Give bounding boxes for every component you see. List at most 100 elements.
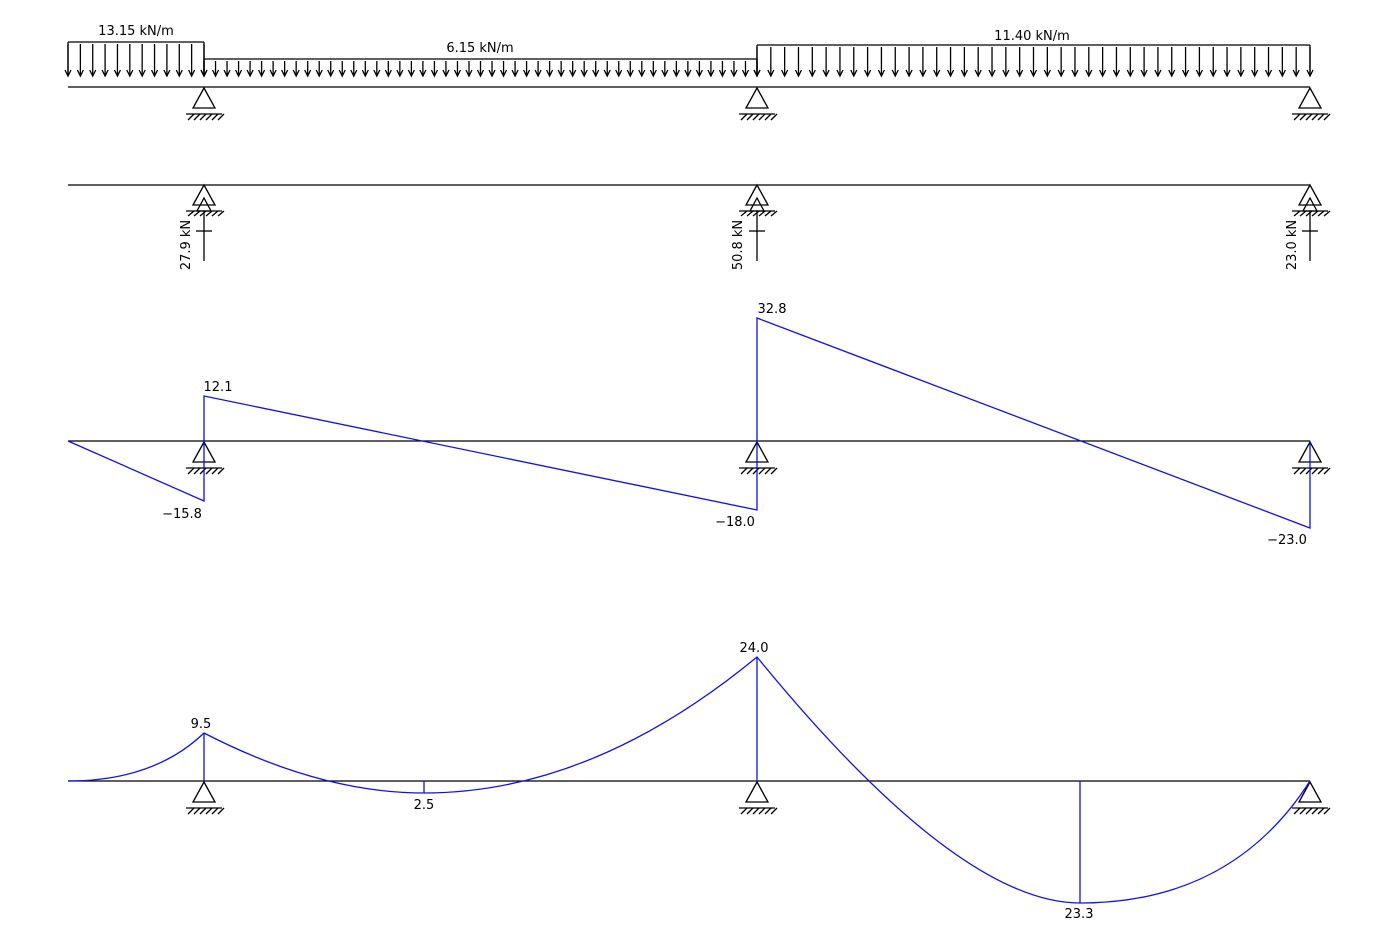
load-arrow-head [1292, 69, 1300, 78]
load-arrow-head [1168, 69, 1176, 78]
load-arrow-head [1264, 69, 1273, 78]
load-label-3: 11.40 kN/m [994, 29, 1070, 44]
load-arrow-head [569, 69, 577, 78]
load-arrow-head [1237, 69, 1245, 78]
load-arrow-head [361, 69, 369, 78]
reaction-label-b: 50.8 kN [731, 220, 746, 270]
load-arrow-head [488, 69, 496, 78]
load-arrow-head [946, 69, 955, 78]
pin-support-icon [744, 183, 770, 206]
reaction-arrows [196, 211, 1318, 261]
shear-curve [67, 317, 1311, 529]
ground-hatch [205, 807, 213, 815]
ground-hatch [740, 210, 748, 217]
ground-hatch [770, 113, 778, 121]
supports-row-4 [186, 780, 1331, 815]
ground-hatch [1299, 467, 1307, 475]
load-arrow-head [864, 69, 872, 78]
load-arrow-head [877, 69, 886, 78]
ground-hatch [752, 807, 760, 815]
load-arrow-head [1029, 69, 1038, 78]
load-arrow-head [1085, 69, 1093, 78]
load-arrow-head [557, 69, 565, 78]
load-arrow-head [592, 69, 600, 78]
ground-hatch [1311, 467, 1319, 475]
supports-row-2 [186, 183, 1331, 217]
ground-hatch [1317, 113, 1325, 121]
ground-hatch [1293, 210, 1301, 217]
load-arrow-head [580, 69, 588, 78]
load-arrow-head [684, 69, 692, 78]
shear-label-32-8: 32.8 [758, 302, 787, 317]
moment-label-24-0: 24.0 [740, 641, 769, 656]
shear-label-minus-23-0: −23.0 [1267, 533, 1307, 548]
ground-hatch [740, 113, 748, 121]
load-arrow-head [150, 69, 159, 78]
load-arrow-head [891, 69, 899, 78]
ground-hatch [1323, 807, 1331, 815]
ground-hatch [193, 467, 201, 475]
load-arrow-head [200, 69, 208, 78]
ground-hatch [1311, 113, 1319, 121]
ground-hatch [770, 807, 778, 815]
load-arrow-head [933, 69, 941, 78]
ground-hatch [1317, 807, 1325, 815]
ground-hatch [1299, 113, 1307, 121]
pin-support-icon [744, 780, 770, 803]
distributed-load-span-2 [753, 44, 1314, 78]
load-arrow-head [419, 69, 427, 78]
load-arrow-head [113, 69, 122, 78]
ground-hatch [199, 210, 207, 217]
load-arrow-head [76, 69, 84, 78]
shear-label-minus-15-8: −15.8 [162, 507, 202, 522]
ground-hatch [205, 113, 213, 121]
ground-hatch [1317, 467, 1325, 475]
load-arrow-head [89, 69, 97, 78]
load-arrow-head [465, 69, 473, 78]
moment-label-2-5: 2.5 [414, 798, 435, 813]
load-arrow-head [1126, 69, 1134, 78]
load-arrow-head [988, 69, 996, 78]
shear-label-12-1: 12.1 [204, 380, 233, 395]
ground-hatch [752, 210, 760, 217]
ground-hatch [1293, 113, 1301, 121]
ground-hatch [193, 807, 201, 815]
pin-support-icon [744, 86, 770, 109]
load-arrow-head [649, 69, 657, 78]
load-arrow-head [741, 69, 750, 78]
load-arrow-head [960, 69, 968, 78]
load-arrow-head [1071, 69, 1079, 78]
load-label-2: 6.15 kN/m [446, 41, 513, 56]
load-arrow-head [850, 69, 858, 78]
load-arrow-head [718, 69, 727, 78]
ground-hatch [770, 210, 778, 217]
ground-hatch [758, 467, 766, 475]
load-arrow-head [188, 69, 196, 78]
ground-hatch [187, 113, 195, 121]
load-arrow-head [672, 69, 680, 78]
ground-hatch [187, 807, 195, 815]
shear-label-minus-18-0: −18.0 [715, 515, 755, 530]
reaction-label-a: 27.9 kN [179, 220, 194, 270]
load-arrow-head [384, 69, 392, 78]
load-arrow-head [499, 69, 508, 78]
ground-hatch [764, 113, 772, 121]
load-arrow-head [453, 69, 462, 78]
ground-hatch [199, 113, 207, 121]
load-arrow-head [974, 69, 982, 78]
load-arrow-head [905, 69, 913, 78]
ground-hatch [764, 210, 772, 217]
load-arrow-head [163, 69, 171, 78]
pin-support-icon [1297, 183, 1323, 206]
load-arrow-head [442, 69, 450, 78]
load-arrow-head [781, 69, 789, 78]
load-arrow-head [1306, 69, 1314, 78]
load-arrow-head [211, 69, 220, 78]
load-arrow-head [476, 69, 485, 78]
load-arrow-head [246, 69, 254, 78]
load-arrow-head [1140, 69, 1148, 78]
ground-hatch [211, 467, 219, 475]
load-arrow-head [730, 69, 738, 78]
load-arrow-head [534, 69, 542, 78]
